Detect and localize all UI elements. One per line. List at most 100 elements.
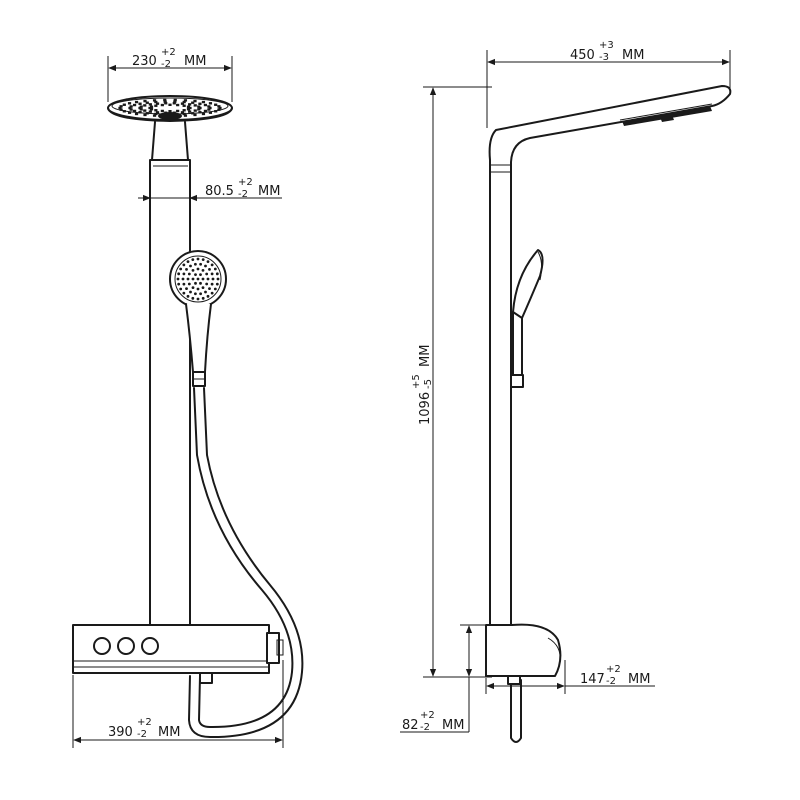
head-nozzle <box>173 100 177 103</box>
arm-reach-tol-plus: +3 <box>599 40 614 51</box>
head-nozzle <box>143 113 147 117</box>
dim-spout-height: 82 +2 -2 MM <box>400 624 486 733</box>
total-height-value: 1096 <box>418 392 433 425</box>
nozzle-dot <box>215 272 219 276</box>
nozzle-dot <box>186 260 190 264</box>
head-nozzle <box>183 99 188 102</box>
hand-shower-side <box>510 249 544 388</box>
head-nozzle <box>132 109 137 113</box>
head-nozzle <box>129 108 133 111</box>
svg-text:230: 230 <box>132 54 157 69</box>
nozzle-dot <box>205 272 209 276</box>
head-nozzle <box>134 100 139 104</box>
head-nozzle <box>154 104 158 107</box>
head-nozzle <box>143 104 147 107</box>
nozzle-dot <box>179 287 183 291</box>
nozzle-dot <box>189 290 192 294</box>
nozzle-dot <box>208 267 211 271</box>
head-nozzle <box>152 99 157 102</box>
head-nozzle <box>182 104 186 107</box>
head-connector <box>151 121 189 161</box>
spout-height-unit: MM <box>442 718 464 733</box>
head-nozzle <box>217 108 221 111</box>
head-nozzle <box>145 112 149 115</box>
nozzle-dot <box>186 294 190 298</box>
arm-reach-value: 450 <box>570 48 595 63</box>
head-nozzle <box>201 100 206 104</box>
nozzle-dot <box>194 281 197 285</box>
head-nozzle <box>198 106 202 110</box>
arm-reach-unit: MM <box>622 48 644 63</box>
head-width-unit: MM <box>184 54 206 69</box>
head-nozzle <box>197 105 201 108</box>
nozzle-dot <box>185 287 188 291</box>
nozzle-dot <box>182 291 186 295</box>
nozzle-dot <box>213 287 217 291</box>
head-nozzle <box>186 108 191 111</box>
dim-base-width: 390 +2 -2 MM <box>72 660 284 748</box>
head-nozzle <box>139 105 143 108</box>
nozzle-dot <box>210 263 214 267</box>
head-nozzle <box>154 109 158 112</box>
hose-side <box>510 624 522 743</box>
arm-reach-tol-minus: -3 <box>599 52 609 63</box>
dim-arm-reach: 450 +3 -3 MM <box>486 40 731 128</box>
head-nozzle <box>193 109 197 112</box>
head-nozzle <box>191 101 195 104</box>
head-nozzle <box>201 112 206 116</box>
nozzle-dot <box>179 267 183 271</box>
front-view: 230 +2 -2 MM 80.5 +2 -2 MM 390 +2 -2 MM <box>72 47 304 748</box>
head-nozzle <box>183 114 188 117</box>
head-nozzle <box>203 103 208 107</box>
overhead-arm-side <box>488 85 732 626</box>
spout-reach-tol-plus: +2 <box>606 664 621 675</box>
spout-reach-tol-minus: -2 <box>606 676 616 687</box>
nozzle-dot <box>199 292 203 296</box>
pipe-width-value: 80.5 <box>205 184 234 199</box>
dim-total-height: 1096 +5 -5 MM <box>411 86 492 678</box>
head-nozzle <box>180 102 185 105</box>
head-nozzle <box>164 102 168 105</box>
head-nozzle <box>168 110 172 113</box>
nozzle-dot <box>187 282 191 286</box>
control-knob-2 <box>117 637 135 655</box>
head-nozzle <box>168 103 172 106</box>
control-knob-1 <box>93 637 111 655</box>
pipe-width-tol-plus: +2 <box>238 177 253 188</box>
head-nozzle <box>148 106 152 110</box>
head-nozzle <box>160 103 164 107</box>
pipe-width-unit: MM <box>258 184 280 199</box>
nozzle-dot <box>208 287 211 291</box>
head-nozzle <box>180 111 185 114</box>
head-nozzle <box>163 98 167 102</box>
spout-height-tol-plus: +2 <box>420 710 435 721</box>
head-width-value: 230 <box>132 54 157 69</box>
total-height-tol-minus: -5 <box>423 379 434 389</box>
head-nozzle <box>160 109 164 113</box>
nozzle-dot <box>194 273 197 277</box>
head-nozzle <box>173 98 177 102</box>
head-nozzle <box>149 105 154 108</box>
head-nozzle <box>198 102 202 105</box>
nozzle-dot <box>213 267 217 271</box>
head-nozzle <box>172 102 176 105</box>
nozzle-dot <box>199 262 203 266</box>
head-nozzle <box>188 103 192 106</box>
main-pipe-front <box>149 159 191 626</box>
head-nozzle <box>193 99 197 103</box>
nozzle-dot <box>196 267 200 271</box>
nozzle-dot <box>201 268 205 272</box>
shower-hose <box>188 387 304 739</box>
head-nozzle <box>119 105 123 108</box>
nozzle-dot <box>185 267 188 271</box>
spout-height-value: 82 <box>402 718 419 733</box>
hose-outlet <box>199 672 213 684</box>
nozzle-dot <box>201 258 205 262</box>
base-width-tol-minus: -2 <box>137 729 147 740</box>
head-nozzle <box>217 105 221 108</box>
head-nozzle <box>193 104 197 107</box>
nozzle-dot <box>215 282 219 286</box>
head-width-tol-minus: -2 <box>161 59 171 70</box>
nozzle-dot <box>196 287 200 291</box>
